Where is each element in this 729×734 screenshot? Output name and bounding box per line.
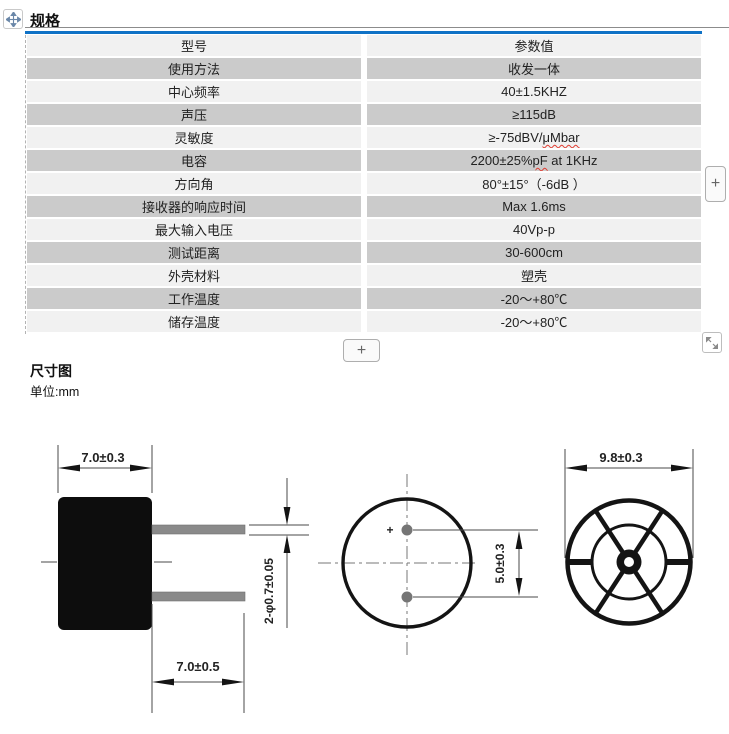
lead-pin-bottom — [151, 591, 246, 602]
spec-value-cell: -20～+80℃ — [367, 311, 701, 332]
dim-body-width: 7.0±0.3 — [81, 450, 124, 465]
pin-dot-top — [401, 524, 413, 536]
resize-icon — [706, 336, 718, 349]
transducer-body — [58, 497, 152, 630]
table-row: 最大输入电压 40Vp-p — [27, 219, 701, 240]
pin-dot-bottom — [401, 591, 413, 603]
resize-handle[interactable] — [702, 332, 722, 353]
dim-outer-diameter: 9.8±0.3 — [599, 450, 642, 465]
spec-value-cell: ≥115dB — [367, 104, 701, 125]
spec-label-cell: 灵敏度 — [27, 127, 361, 148]
side-view-drawing: 7.0±0.3 2-φ0.7±0.05 7.0±0.5 — [41, 445, 309, 713]
spec-table: 型号 参数值 使用方法 收发一体 中心频率 40±1.5KHZ 声压 ≥115d… — [21, 33, 707, 334]
move-icon — [5, 11, 21, 27]
header-divider — [25, 27, 729, 28]
spec-value-cell: 40Vp-p — [367, 219, 701, 240]
spec-label-cell: 储存温度 — [27, 311, 361, 332]
spec-label-cell: 测试距离 — [27, 242, 361, 263]
rear-hub-hole — [624, 557, 634, 567]
spec-value-cell: 收发一体 — [367, 58, 701, 79]
spec-value-cell: -20～+80℃ — [367, 288, 701, 309]
rear-outer-ring — [565, 498, 693, 626]
front-view-outline — [341, 497, 473, 629]
add-column-button[interactable]: + — [705, 166, 726, 202]
table-selection-dashed-edge — [25, 35, 26, 334]
table-row: 电容 2200±25%pF at 1KHz — [27, 150, 701, 171]
table-row: 外壳材料 塑壳 — [27, 265, 701, 286]
spec-label-cell: 工作温度 — [27, 288, 361, 309]
spec-value-cell: 40±1.5KHZ — [367, 81, 701, 102]
spec-value-cell: Max 1.6ms — [367, 196, 701, 217]
spec-value-cell: 80°±15°（-6dB ） — [367, 173, 701, 194]
rear-view-drawing: 9.8±0.3 — [564, 449, 694, 626]
table-row: 型号 参数值 — [27, 35, 701, 56]
spec-label-cell: 声压 — [27, 104, 361, 125]
spec-label-cell: 接收器的响应时间 — [27, 196, 361, 217]
table-row: 使用方法 收发一体 — [27, 58, 701, 79]
dim-lead-pitch: 7.0±0.5 — [176, 659, 219, 674]
move-handle[interactable] — [3, 9, 23, 29]
section-title-dimensions: 尺寸图 — [30, 363, 72, 379]
dim-pin-pitch: 5.0±0.3 — [493, 543, 507, 583]
table-row: 中心频率 40±1.5KHZ — [27, 81, 701, 102]
table-row: 接收器的响应时间 Max 1.6ms — [27, 196, 701, 217]
spec-value-cell: 塑壳 — [367, 265, 701, 286]
spec-table-body: 型号 参数值 使用方法 收发一体 中心频率 40±1.5KHZ 声压 ≥115d… — [27, 35, 701, 332]
spec-label-cell: 外壳材料 — [27, 265, 361, 286]
spec-label-cell: 方向角 — [27, 173, 361, 194]
spellcheck-flagged-text: pF — [532, 153, 548, 168]
spec-label-cell: 中心频率 — [27, 81, 361, 102]
spec-label-cell: 最大输入电压 — [27, 219, 361, 240]
spec-label-cell: 型号 — [27, 35, 361, 56]
dimension-unit-label: 单位:mm — [30, 385, 80, 399]
table-row: 声压 ≥115dB — [27, 104, 701, 125]
table-row: 方向角 80°±15°（-6dB ） — [27, 173, 701, 194]
table-top-accent — [25, 31, 702, 34]
lead-pin-top — [151, 524, 246, 535]
spec-value-cell: 2200±25%pF at 1KHz — [367, 150, 701, 171]
spec-value-cell: 30-600cm — [367, 242, 701, 263]
add-row-button[interactable]: + — [343, 339, 380, 362]
table-row: 测试距离 30-600cm — [27, 242, 701, 263]
spec-value-cell: ≥-75dBV/μMbar — [367, 127, 701, 148]
dim-lead-diameter: 2-φ0.7±0.05 — [262, 558, 276, 624]
spec-label-cell: 使用方法 — [27, 58, 361, 79]
section-title-spec: 规格 — [30, 13, 61, 30]
spec-label-cell: 电容 — [27, 150, 361, 171]
table-row: 储存温度 -20～+80℃ — [27, 311, 701, 332]
polarity-mark: + — [386, 523, 393, 537]
spellcheck-flagged-text: μMbar — [542, 130, 580, 145]
table-row: 工作温度 -20～+80℃ — [27, 288, 701, 309]
spec-value-cell: 参数值 — [367, 35, 701, 56]
table-row: 灵敏度 ≥-75dBV/μMbar — [27, 127, 701, 148]
front-view-drawing: + 5.0±0.3 — [318, 474, 538, 656]
